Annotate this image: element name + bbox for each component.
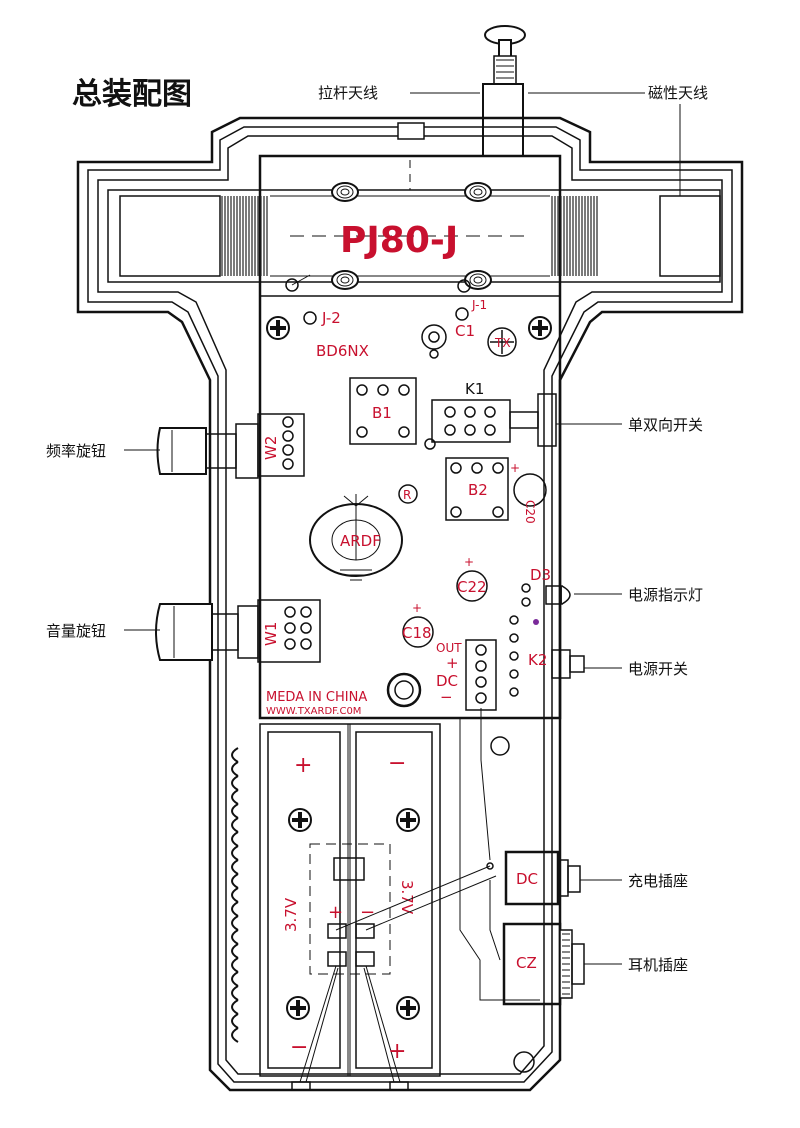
output-terminal — [465, 639, 497, 711]
label-cz: CZ — [516, 954, 537, 972]
capacitor-c22 — [456, 570, 488, 602]
label-c20: C20 — [523, 500, 537, 524]
label-frequency-knob: 频率旋钮 — [46, 442, 106, 460]
label-voltage-2: 3.7V — [398, 880, 416, 915]
label-j1: J-1 — [471, 298, 487, 312]
transformer-b2 — [445, 457, 509, 521]
label-dc-small: DC — [436, 672, 458, 690]
screw-top-left — [266, 316, 290, 340]
side-spring — [231, 747, 239, 1043]
label-single-dual-switch: 单双向开关 — [628, 416, 703, 434]
label-d3: D3 — [530, 566, 551, 584]
wiring — [335, 708, 540, 1001]
screw-battery-4 — [396, 996, 420, 1020]
battery-2-plus: + — [388, 1039, 406, 1064]
diagram-title: 总装配图 — [72, 77, 192, 112]
screw-battery-1 — [288, 808, 312, 832]
label-made-in: MEDA IN CHINA — [266, 690, 367, 705]
label-power-switch: 电源开关 — [628, 660, 688, 678]
label-c20-plus: + — [510, 461, 520, 475]
battery-1-minus: − — [290, 1035, 308, 1060]
battery-1-plus: + — [294, 753, 312, 778]
label-c1: C1 — [455, 322, 475, 340]
charging-socket — [504, 850, 581, 906]
battery-2-minus: − — [388, 751, 406, 776]
transformer-b1 — [349, 377, 417, 445]
label-w2: W2 — [262, 436, 280, 460]
label-out-plus: + — [446, 654, 459, 672]
label-magnetic-antenna: 磁性天线 — [648, 84, 708, 102]
pcb-board — [258, 154, 562, 720]
label-b2: B2 — [468, 481, 488, 499]
label-charging-socket: 充电插座 — [628, 872, 688, 890]
label-power-indicator: 电源指示灯 — [628, 586, 703, 604]
cell-minus-label: − — [360, 902, 375, 923]
earphone-socket — [502, 922, 585, 1006]
ardf-logo — [309, 494, 403, 581]
housing-outline — [76, 116, 744, 1092]
antenna-coils — [331, 182, 492, 290]
label-c18: C18 — [402, 624, 432, 642]
screw-top-right — [528, 316, 552, 340]
label-r: R — [403, 488, 411, 502]
capacitor-c20 — [513, 473, 547, 507]
label-k2: K2 — [528, 651, 547, 669]
power-led — [545, 585, 571, 605]
label-tx: TX — [494, 336, 511, 350]
label-c22-plus: + — [464, 555, 474, 569]
label-k1: K1 — [465, 380, 484, 398]
label-c22: C22 — [457, 578, 487, 596]
speaker-hole — [386, 672, 422, 708]
label-earphone-socket: 耳机插座 — [628, 956, 688, 974]
power-switch — [551, 649, 585, 679]
cell-plus-label: + — [328, 902, 343, 923]
tx-component — [487, 327, 517, 357]
screw-battery-2 — [396, 808, 420, 832]
label-dc: DC — [516, 870, 538, 888]
telescopic-antenna — [482, 25, 526, 157]
label-j2: J-2 — [321, 309, 341, 327]
switch-k1 — [424, 393, 557, 450]
frequency-knob — [156, 423, 259, 479]
bottom-hole — [513, 1051, 535, 1073]
label-voltage-1: 3.7V — [282, 897, 300, 932]
battery-compartment — [259, 723, 441, 1091]
volume-knob — [155, 603, 259, 661]
label-c18-plus: + — [412, 601, 422, 615]
label-w1: W1 — [262, 622, 280, 646]
trimmer-c1 — [421, 324, 447, 359]
label-bd6nx: BD6NX — [316, 342, 369, 360]
label-b1: B1 — [372, 404, 392, 422]
model-label: PJ80-J — [340, 220, 458, 261]
label-volume-knob: 音量旋钮 — [46, 622, 106, 640]
label-out: OUT — [436, 641, 462, 655]
label-url: WWW.TXARDF.C0M — [266, 706, 361, 717]
capacitor-c18 — [402, 616, 434, 648]
label-ardf: ARDF — [340, 532, 381, 550]
screw-battery-3 — [286, 996, 310, 1020]
label-telescopic-antenna: 拉杆天线 — [318, 84, 378, 102]
label-out-minus: − — [440, 688, 453, 706]
